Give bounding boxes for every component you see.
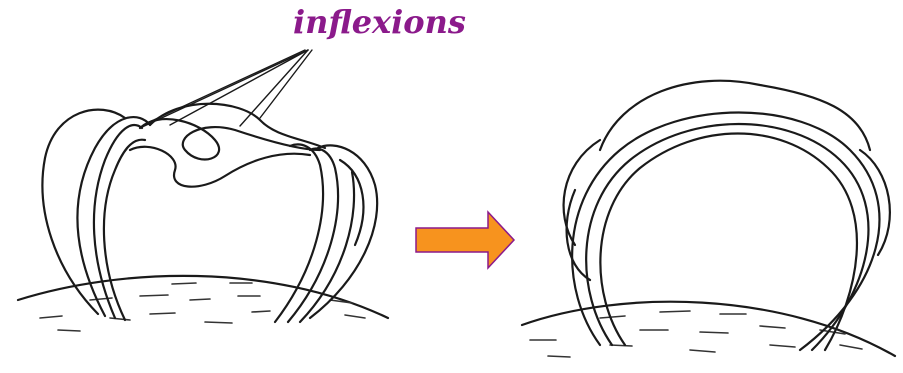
left-twist-strand-2 bbox=[130, 147, 310, 187]
inflexion-pointers bbox=[140, 50, 312, 128]
left-surface-texture bbox=[40, 283, 365, 331]
right-panel bbox=[522, 81, 895, 357]
right-left-lobe-2 bbox=[564, 140, 600, 245]
right-loop-strand-3 bbox=[300, 172, 354, 322]
left-loop-strand-2 bbox=[94, 125, 142, 318]
left-loop-strand-3 bbox=[104, 140, 145, 320]
right-top-lobe bbox=[600, 81, 870, 150]
left-twist-strand-3 bbox=[150, 104, 325, 148]
right-surface-limb bbox=[522, 302, 895, 356]
right-loop-strand-b bbox=[586, 124, 868, 350]
right-loop-strand-1 bbox=[275, 144, 323, 322]
right-loop-strand-c bbox=[600, 134, 857, 351]
transition-arrow-icon bbox=[416, 212, 514, 268]
left-panel bbox=[18, 50, 388, 331]
